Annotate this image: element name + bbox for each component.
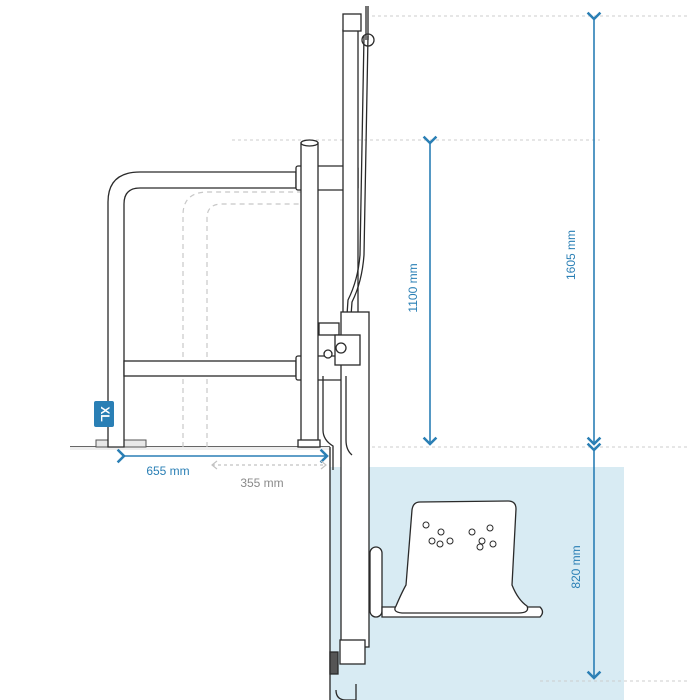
label-1100: 1100 mm (406, 263, 420, 312)
xl-badge (94, 401, 114, 427)
lift-seat (369, 500, 544, 618)
label-1605: 1605 mm (564, 230, 578, 280)
label-655: 655 mm (146, 464, 189, 478)
seat-holes (422, 521, 497, 551)
lift-column (318, 6, 375, 700)
dimension-arrow-alt (211, 460, 327, 470)
ghost-handrail (182, 191, 318, 447)
dimension-arrows (116, 11, 602, 680)
reference-lines (232, 15, 690, 682)
label-820: 820 mm (569, 545, 583, 588)
pool-deck (70, 439, 331, 700)
label-355: 355 mm (240, 476, 283, 490)
xl-badge-label: XL (98, 406, 112, 421)
handrail (107, 139, 359, 448)
